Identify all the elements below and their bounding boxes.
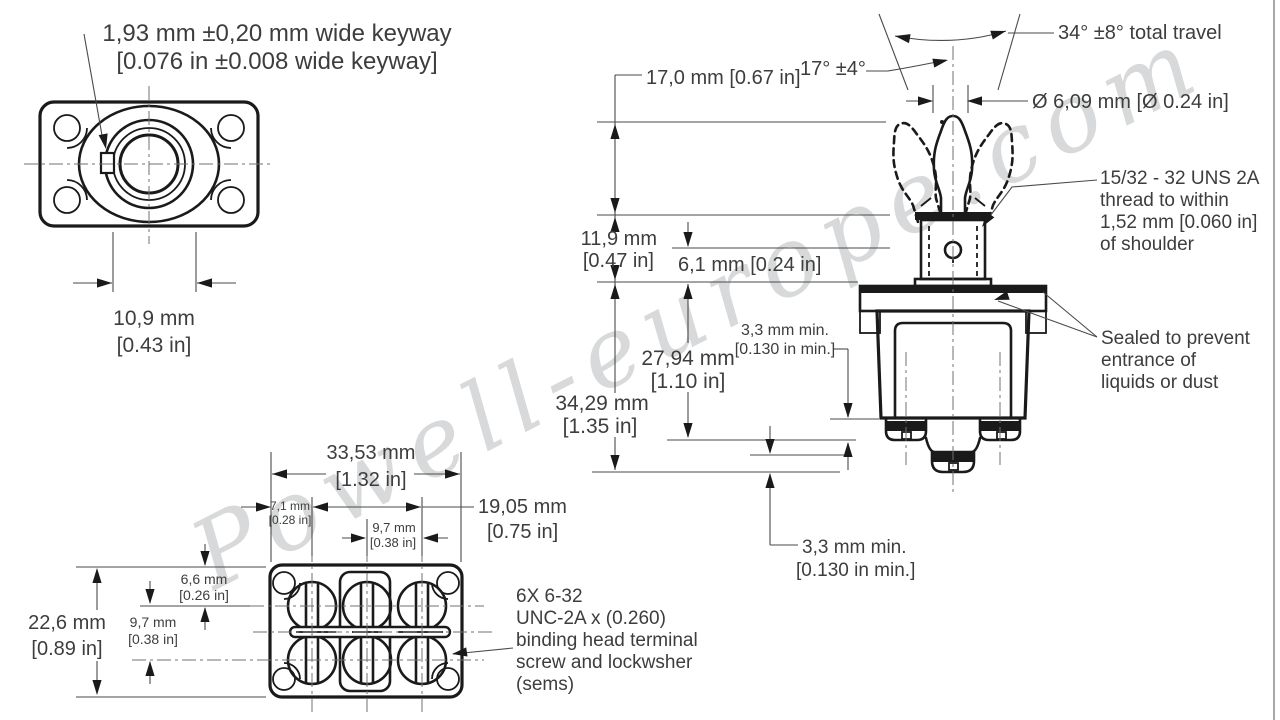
terminal-note-line4: screw and lockwsher bbox=[516, 652, 693, 673]
mounting-hole bbox=[272, 571, 296, 595]
mounting-hole bbox=[53, 186, 81, 214]
outer-terminal-span-in: [0.75 in] bbox=[487, 521, 558, 543]
mounting-hole bbox=[217, 114, 245, 142]
thread-depth-label: 6,1 mm [0.24 in] bbox=[678, 254, 821, 276]
mounting-hole bbox=[436, 667, 460, 691]
mounting-hole bbox=[53, 114, 81, 142]
lever-thrown-right bbox=[956, 116, 1025, 226]
terminal-screw-center bbox=[930, 450, 976, 474]
keyway-width-mm: 10,9 mm bbox=[113, 307, 195, 330]
keyway-note-line2: [0.076 in ±0.008 wide keyway] bbox=[116, 48, 437, 75]
overall-width-mm: 33,53 mm bbox=[327, 442, 416, 464]
keyway-width-in: [0.43 in] bbox=[117, 334, 192, 357]
terminal-note-line1: 6X 6-32 bbox=[516, 586, 583, 607]
terminal-min-bottom-mm: 3,3 mm min. bbox=[802, 537, 907, 558]
thread-note-line3: 1,52 mm [0.060 in] bbox=[1100, 212, 1257, 233]
lever-height-label: 17,0 mm [0.67 in] bbox=[646, 67, 801, 89]
half-travel-label: 17° ±4° bbox=[800, 58, 866, 80]
terminal-note-line5: (sems) bbox=[516, 674, 574, 695]
thread-note-line4: of shoulder bbox=[1100, 234, 1195, 255]
switch-body bbox=[875, 309, 1031, 420]
keyway-note-line1: 1,93 mm ±0,20 mm wide keyway bbox=[102, 20, 451, 47]
terminal-note-line2: UNC-2A x (0.260) bbox=[516, 608, 666, 629]
terminal-pitch-mm: 9,7 mm bbox=[372, 520, 415, 535]
terminal-min-bottom-in: [0.130 in min.] bbox=[796, 560, 915, 581]
mounting-hole bbox=[217, 186, 245, 214]
edge-offset-in: [0.28 in] bbox=[269, 513, 312, 527]
row-offset-mm: 6,6 mm bbox=[181, 571, 228, 587]
row-offset-in: [0.26 in] bbox=[179, 587, 229, 603]
front-view-drawing bbox=[24, 33, 274, 292]
thread-note-line2: thread to within bbox=[1100, 190, 1229, 211]
row-pitch-in: [0.38 in] bbox=[128, 631, 178, 647]
bottom-view-drawing bbox=[76, 452, 514, 712]
outer-terminal-span-mm: 19,05 mm bbox=[478, 496, 567, 518]
keyway-notch bbox=[99, 151, 116, 175]
mounting-hole bbox=[272, 667, 296, 691]
terminal-min-side-mm: 3,3 mm min. bbox=[741, 322, 829, 339]
seal-note-line2: entrance of bbox=[1101, 350, 1197, 371]
mounting-hole bbox=[436, 571, 460, 595]
row-pitch-mm: 9,7 mm bbox=[130, 614, 177, 630]
bushing-height-in: [0.47 in] bbox=[583, 250, 654, 272]
bottom-overall-height-mm: 22,6 mm bbox=[28, 612, 106, 634]
terminal-note-line3: binding head terminal bbox=[516, 630, 698, 651]
total-travel-label: 34° ±8° total travel bbox=[1058, 22, 1222, 44]
terminal-min-side-in: [0.130 in min.] bbox=[735, 341, 836, 358]
edge-offset-mm: 7,1 mm bbox=[270, 499, 310, 513]
lever-thrown-left bbox=[881, 116, 950, 226]
lever-diameter-label: Ø 6,09 mm [Ø 0.24 in] bbox=[1032, 91, 1229, 113]
side-overall-height-mm: 34,29 mm bbox=[555, 392, 648, 415]
bottom-overall-height-in: [0.89 in] bbox=[31, 638, 102, 660]
body-height-in: [1.10 in] bbox=[651, 370, 726, 393]
seal-note-line1: Sealed to prevent bbox=[1101, 328, 1251, 349]
seal-note-line3: liquids or dust bbox=[1101, 372, 1219, 393]
body-height-mm: 27,94 mm bbox=[641, 347, 734, 370]
terminal-pitch-in: [0.38 in] bbox=[370, 535, 416, 550]
side-overall-height-in: [1.35 in] bbox=[563, 415, 638, 438]
overall-width-in: [1.32 in] bbox=[335, 469, 406, 491]
bushing-height-mm: 11,9 mm bbox=[581, 228, 657, 250]
labels: 1,93 mm ±0,20 mm wide keyway [0.076 in ±… bbox=[28, 20, 1260, 695]
thread-note-line1: 15/32 - 32 UNS 2A bbox=[1100, 168, 1260, 189]
bottom-view-housing-outline bbox=[268, 563, 464, 699]
side-view-drawing bbox=[592, 13, 1098, 546]
